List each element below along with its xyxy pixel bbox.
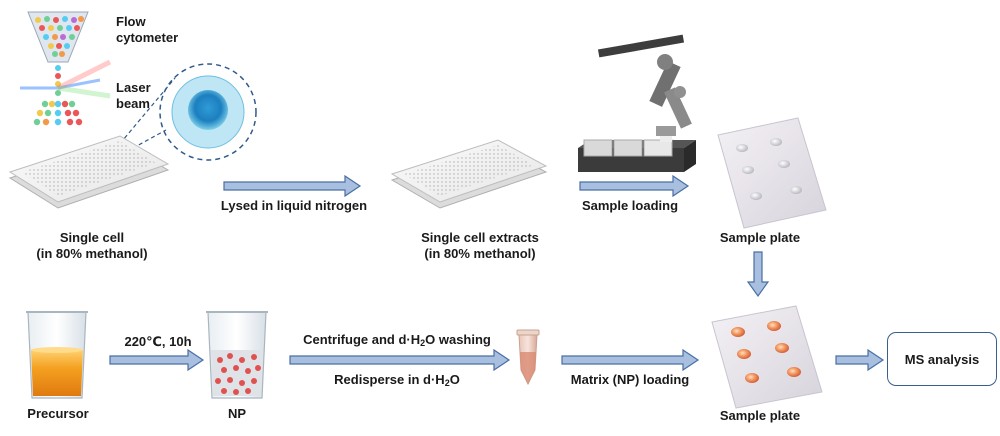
sample-plate-top-illustration: [717, 117, 827, 229]
arrow-centrifuge: [289, 348, 511, 372]
lysed-label: Lysed in liquid nitrogen: [220, 198, 368, 213]
redisperse-label: Redisperse in d·H2O: [296, 372, 498, 391]
ms-analysis-label: MS analysis: [904, 351, 980, 367]
eppendorf-tube: [516, 329, 540, 386]
sample-plate-bottom-label: Sample plate: [719, 408, 801, 423]
sample-loading-label: Sample loading: [581, 198, 679, 213]
arrow-ms: [835, 348, 885, 372]
laser-beam-label: Laser beam: [116, 80, 151, 112]
centrifuge-label-subscript: 2: [420, 338, 426, 348]
np-label: NP: [227, 406, 247, 421]
well-plate-extracts: [390, 139, 548, 209]
temp-time-label: 220℃, 10h: [124, 334, 192, 349]
arrow-lysed: [223, 174, 362, 198]
redisperse-label-subscript: 2: [444, 378, 450, 388]
extracts-label-line2: (in 80% methanol): [424, 246, 536, 261]
sample-plate-bottom-illustration: [711, 305, 823, 409]
redisperse-label-part2: O: [449, 372, 460, 387]
cell-magnified: [101, 63, 257, 166]
centrifuge-label-part1: Centrifuge and d·H: [303, 332, 421, 347]
centrifuge-label-part2: O washing: [425, 332, 491, 347]
precursor-label: Precursor: [27, 406, 89, 421]
flow-cytometer-label-line1: Flow: [116, 14, 146, 29]
laser-beam-label-line1: Laser: [116, 80, 151, 95]
arrow-matrix-loading: [561, 348, 700, 372]
laser-beam-label-line2: beam: [116, 96, 150, 111]
beaker-np: [206, 311, 268, 399]
flow-cytometer-label: Flow cytometer: [116, 14, 178, 46]
arrows: [109, 174, 885, 372]
single-cell-label-line1: Single cell: [59, 230, 125, 245]
flow-cytometer-illustration: [20, 11, 112, 126]
arrow-down: [746, 251, 770, 298]
single-cell-label-line2: (in 80% methanol): [36, 246, 148, 261]
well-plate-single-cell: [8, 135, 170, 209]
matrix-loading-label: Matrix (NP) loading: [570, 372, 690, 387]
centrifuge-label: Centrifuge and d·H2O washing: [286, 332, 508, 351]
beaker-precursor: [26, 311, 88, 399]
robot-liquid-handler: [578, 34, 696, 172]
arrow-220c: [109, 348, 205, 372]
arrow-sample-loading: [579, 174, 690, 198]
ms-analysis-box: MS analysis: [887, 332, 997, 386]
extracts-label: Single cell extracts (in 80% methanol): [400, 230, 560, 262]
single-cell-label: Single cell (in 80% methanol): [22, 230, 162, 262]
flow-cytometer-label-line2: cytometer: [116, 30, 179, 45]
redisperse-label-part1: Redisperse in d·H: [334, 372, 445, 387]
sample-plate-top-label: Sample plate: [719, 230, 801, 245]
extracts-label-line1: Single cell extracts: [421, 230, 539, 245]
